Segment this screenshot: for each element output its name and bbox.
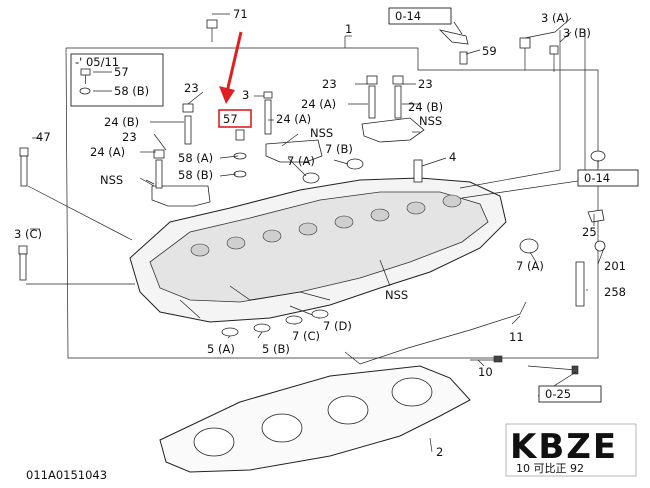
inset-label-58b: 58 (B)	[114, 84, 149, 98]
callout-59: 59	[482, 44, 497, 58]
callout-3: 3	[242, 88, 249, 102]
callout-58a: 58 (A)	[178, 151, 213, 165]
callout-3a: 3 (A)	[541, 11, 569, 25]
valve-port	[442, 194, 462, 208]
svg-text:0-25: 0-25	[545, 387, 571, 401]
callout-57-highlighted: 57	[223, 112, 238, 126]
callout-23-c: 23	[322, 77, 337, 91]
ref-box-0-14-right: 0-14	[577, 169, 639, 187]
callout-201: 201	[604, 259, 626, 273]
callout-24b-right: 24 (B)	[408, 100, 443, 114]
callout-2: 2	[436, 445, 443, 459]
callout-main-assembly: 1	[345, 22, 352, 36]
callout-5b: 5 (B)	[262, 342, 290, 356]
head-gasket	[159, 365, 471, 473]
camshaft-caps-left	[151, 117, 425, 207]
valve-port	[262, 229, 282, 243]
highlight-arrow	[218, 31, 252, 128]
valve-port	[190, 243, 210, 257]
callout-71: 71	[233, 7, 248, 21]
callout-258: 258	[604, 285, 626, 299]
callout-11: 11	[509, 330, 524, 344]
callout-24a-left: 24 (A)	[90, 145, 125, 159]
valve-ports	[190, 194, 462, 257]
valve-port	[406, 201, 426, 215]
inset-box: -' 05/11 57 58 (B)	[70, 53, 164, 107]
callout-24b-left: 24 (B)	[104, 115, 139, 129]
ref-box-0-14-top: 0-14	[388, 7, 452, 25]
svg-text:0-14: 0-14	[584, 171, 610, 185]
callout-23-d: 23	[418, 77, 433, 91]
callout-7a-right: 7 (A)	[516, 259, 544, 273]
callout-5a: 5 (A)	[207, 342, 235, 356]
callout-7a-mid: 7 (A)	[287, 154, 315, 168]
callout-4: 4	[449, 150, 456, 164]
callout-23-a: 23	[184, 81, 199, 95]
callout-7d: 7 (D)	[323, 319, 352, 333]
callout-24a-mid: 24 (A)	[276, 112, 311, 126]
callout-3c: 3 (C)	[14, 227, 42, 241]
callout-23-b: 23	[122, 130, 137, 144]
callout-10: 10	[478, 365, 493, 379]
logo-subtext: 10 可比正 92	[516, 462, 584, 475]
valve-port	[226, 236, 246, 250]
inset-label-57: 57	[114, 65, 129, 79]
callout-58b: 58 (B)	[178, 168, 213, 182]
callout-nss-left: NSS	[100, 173, 123, 187]
drawing-number: 011A0151043	[26, 468, 107, 482]
bolts	[18, 19, 606, 307]
inset-title: -' 05/11	[75, 55, 119, 69]
cylinder-head-body	[129, 177, 507, 323]
valve-port	[370, 208, 390, 222]
callout-3b: 3 (B)	[563, 26, 591, 40]
logo-text: KBZE	[510, 427, 618, 467]
svg-text:0-14: 0-14	[395, 9, 421, 23]
kbze-logo: KBZE 10 可比正 92	[505, 423, 637, 477]
valve-port	[298, 222, 318, 236]
callout-25: 25	[582, 225, 597, 239]
callout-7b: 7 (B)	[325, 142, 353, 156]
callout-nss-right: NSS	[419, 114, 442, 128]
ref-box-0-25: 0-25	[538, 385, 602, 403]
callout-47: 47	[36, 130, 51, 144]
lead-plate-and-glow-plugs	[344, 301, 579, 375]
callout-7c: 7 (C)	[292, 329, 320, 343]
callout-labels: 71 47 23 24 (B) 23 24 (A) NSS 58 (A) 58 …	[14, 7, 626, 459]
callout-24a-right: 24 (A)	[301, 97, 336, 111]
callout-nss-bottom: NSS	[385, 288, 408, 302]
callout-nss-mid: NSS	[310, 126, 333, 140]
valve-port	[334, 215, 354, 229]
